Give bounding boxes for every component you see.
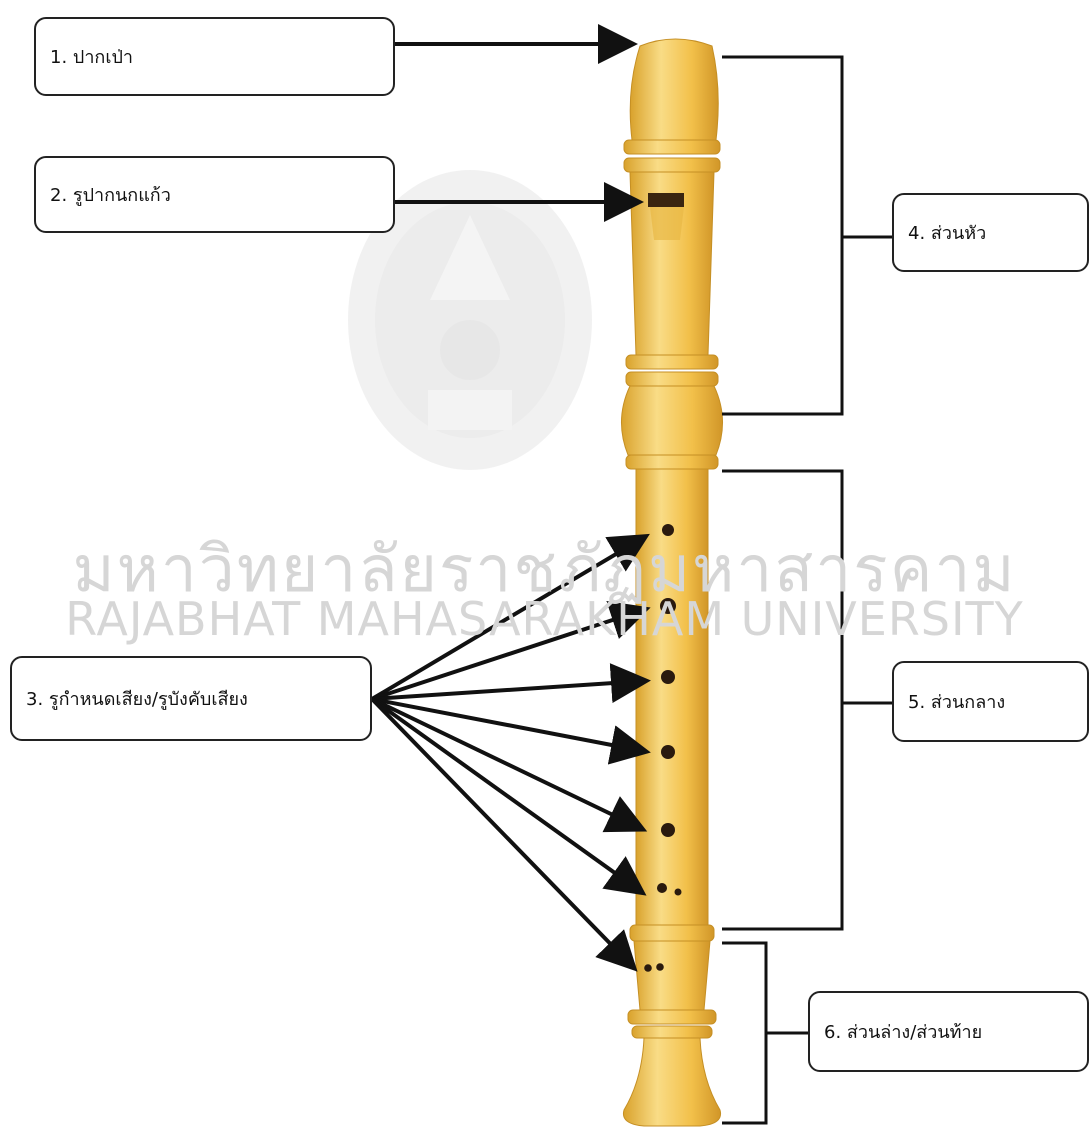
finger-hole-7b	[656, 963, 664, 971]
bracket-head	[722, 57, 892, 414]
label-window-text: 2. รูปากนกแก้ว	[50, 180, 171, 209]
finger-hole-1	[662, 524, 674, 536]
arrow-hole-7	[372, 699, 632, 966]
finger-hole-7a	[644, 964, 652, 972]
foot-body	[634, 941, 710, 1010]
finger-hole-4	[661, 745, 675, 759]
head-ring-2	[624, 158, 720, 172]
label-foot-joint: 6. ส่วนล่าง/ส่วนท้าย	[808, 991, 1089, 1072]
bracket-middle	[722, 471, 892, 929]
label-foot-joint-text: 6. ส่วนล่าง/ส่วนท้าย	[824, 1017, 982, 1046]
label-middle-joint: 5. ส่วนกลาง	[892, 661, 1089, 742]
bracket-foot	[722, 943, 808, 1123]
label-finger-holes-text: 3. รูกำหนดเสียง/รูบังคับเสียง	[26, 684, 248, 713]
finger-hole-6b	[675, 889, 682, 896]
head-tenon	[621, 386, 722, 455]
label-middle-joint-text: 5. ส่วนกลาง	[908, 687, 1005, 716]
mouthpiece-shape	[630, 39, 718, 140]
finger-hole-3	[661, 670, 675, 684]
head-ring-3	[626, 355, 718, 369]
label-finger-holes: 3. รูกำหนดเสียง/รูบังคับเสียง	[10, 656, 372, 741]
label-window: 2. รูปากนกแก้ว	[34, 156, 395, 233]
head-ring-1	[624, 140, 720, 154]
label-head-joint-text: 4. ส่วนหัว	[908, 218, 986, 247]
label-head-joint: 4. ส่วนหัว	[892, 193, 1089, 272]
middle-body	[636, 469, 708, 929]
arrow-hole-1	[372, 538, 643, 699]
foot-bell	[623, 1038, 720, 1126]
recorder	[621, 39, 722, 1126]
label-mouthpiece-text: 1. ปากเป่า	[50, 42, 133, 71]
arrow-hole-5	[372, 699, 640, 828]
finger-hole-5	[661, 823, 675, 837]
window-hole	[648, 193, 684, 207]
arrow-hole-6	[372, 699, 640, 891]
finger-hole-2	[660, 598, 676, 614]
finger-hole-6a	[657, 883, 667, 893]
finger-hole-arrows	[372, 538, 643, 966]
head-ring-4	[626, 372, 718, 386]
label-mouthpiece: 1. ปากเป่า	[34, 17, 395, 96]
